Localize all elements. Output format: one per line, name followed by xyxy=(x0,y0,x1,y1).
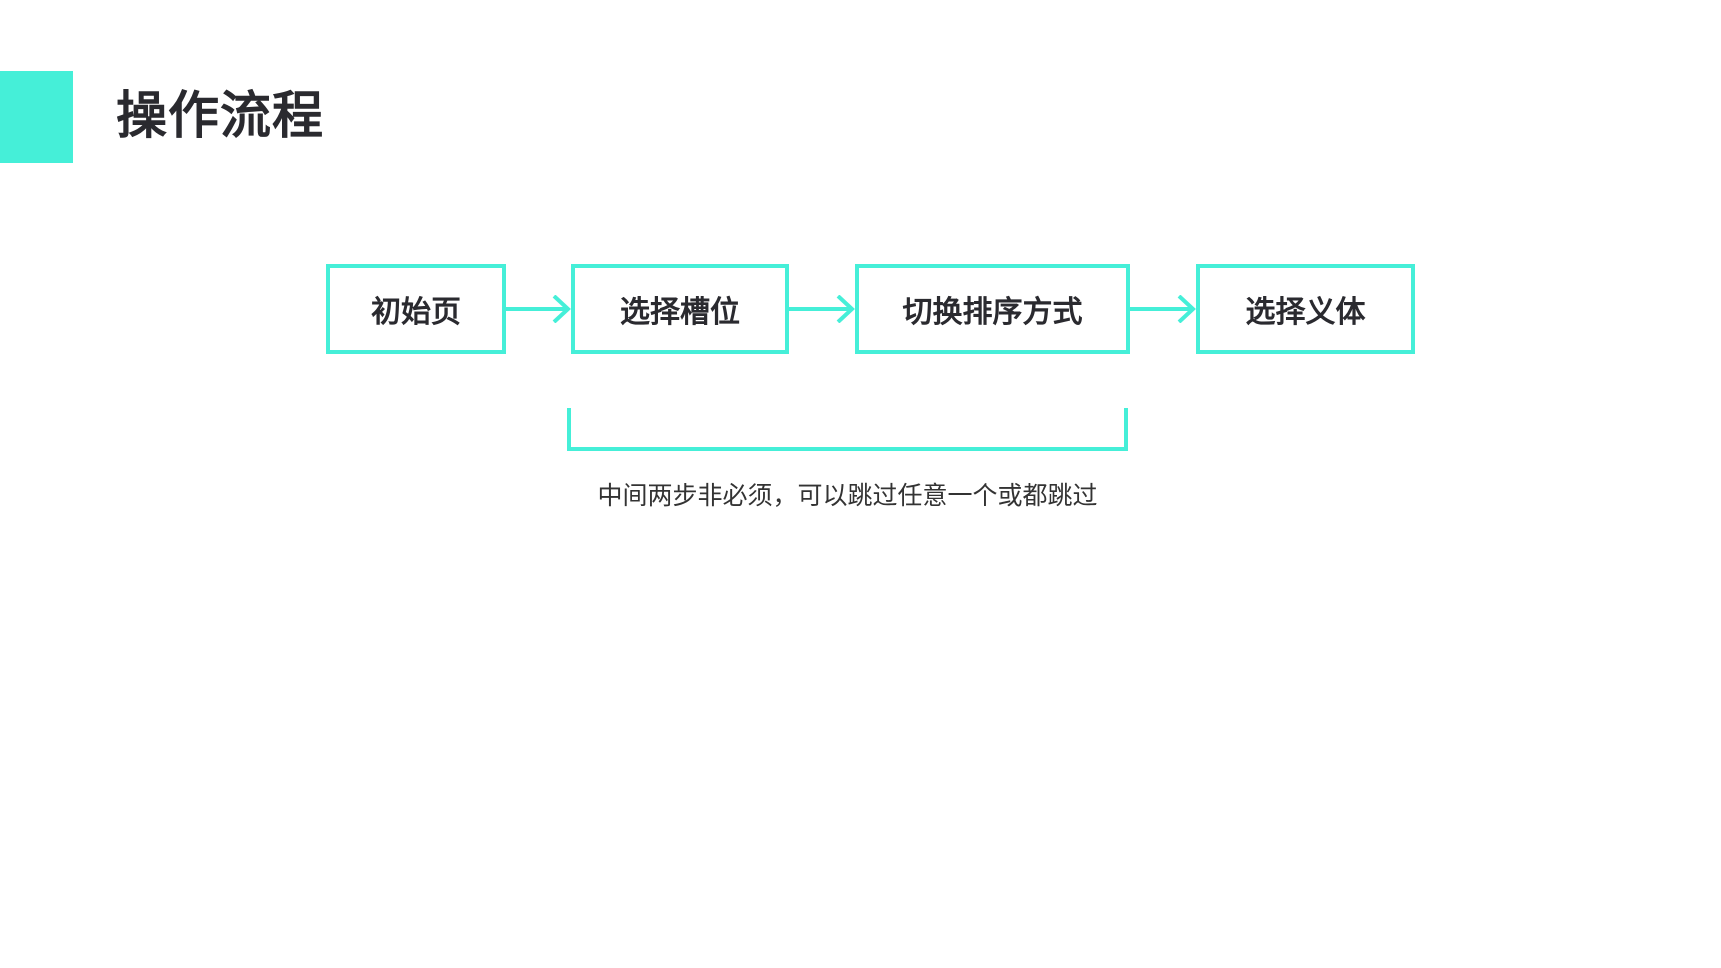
flow-step-select-slot: 选择槽位 xyxy=(571,264,789,354)
optional-steps-bracket xyxy=(567,408,1128,451)
title-accent-block xyxy=(0,71,73,163)
arrow-right-icon xyxy=(1130,295,1196,323)
flow-step-select-implant: 选择义体 xyxy=(1196,264,1415,354)
arrow-right-icon xyxy=(789,295,855,323)
optional-steps-note: 中间两步非必须，可以跳过任意一个或都跳过 xyxy=(597,481,1098,510)
page-title: 操作流程 xyxy=(116,87,325,146)
arrow-right-icon xyxy=(506,295,571,323)
flow-step-initial-page: 初始页 xyxy=(326,264,506,354)
flow-step-switch-sort: 切换排序方式 xyxy=(855,264,1130,354)
